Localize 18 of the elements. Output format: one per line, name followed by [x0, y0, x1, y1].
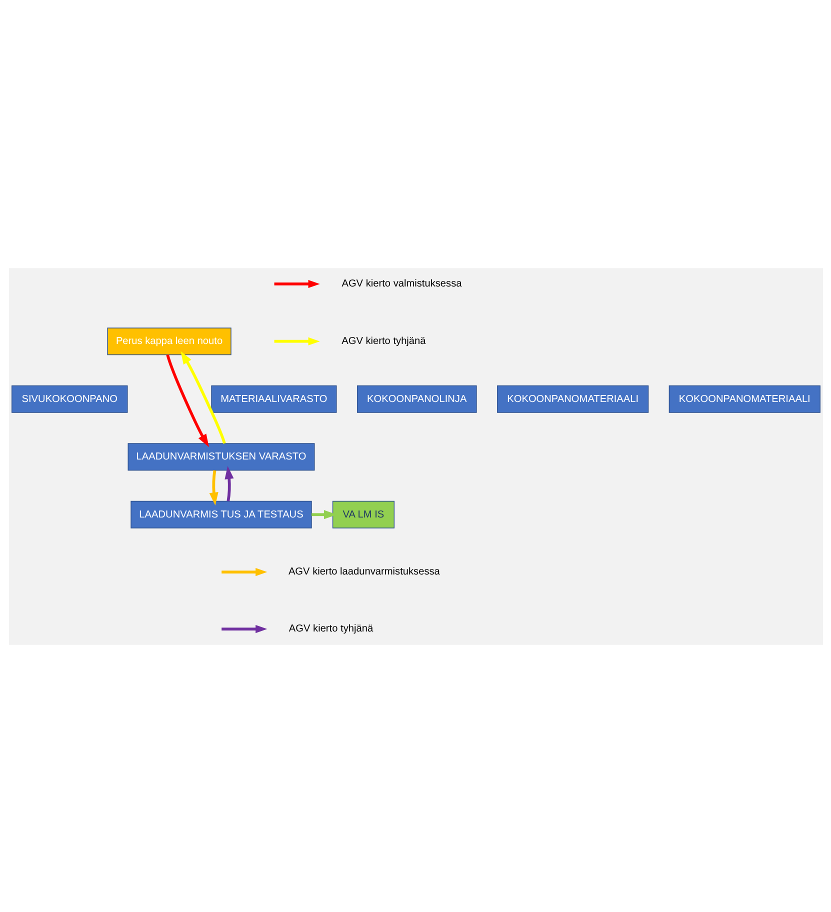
- arrow: [166, 354, 208, 447]
- arrow: [208, 470, 218, 506]
- node-box: Perus kappa leen nouto: [106, 327, 231, 355]
- legend-label: AGV kierto valmistuksessa: [341, 278, 462, 290]
- legend-label: AGV kierto tyhjänä: [288, 623, 373, 634]
- arrow: [180, 350, 226, 444]
- node-box: LAADUNVARMIS TUS JA TESTAUS: [130, 500, 312, 528]
- node-box: KOKOONPANOMATERIAALI: [496, 384, 648, 412]
- arrow: [224, 466, 234, 501]
- legend-label: AGV kierto laadunvarmistuksessa: [288, 566, 440, 578]
- node-box: KOKOONPANOMATERIAALI: [668, 384, 820, 412]
- arrow: [311, 510, 336, 519]
- node-box: LAADUNVARMISTUKSEN VARASTO: [127, 442, 314, 470]
- node-box: KOKOONPANOLINJA: [356, 384, 476, 412]
- legend-label: AGV kierto tyhjänä: [341, 336, 426, 347]
- node-box: MATERIAALIVARASTO: [210, 384, 336, 412]
- node-box: VA LM IS: [332, 500, 394, 528]
- node-box: SIVUKOKOONPANO: [11, 384, 128, 412]
